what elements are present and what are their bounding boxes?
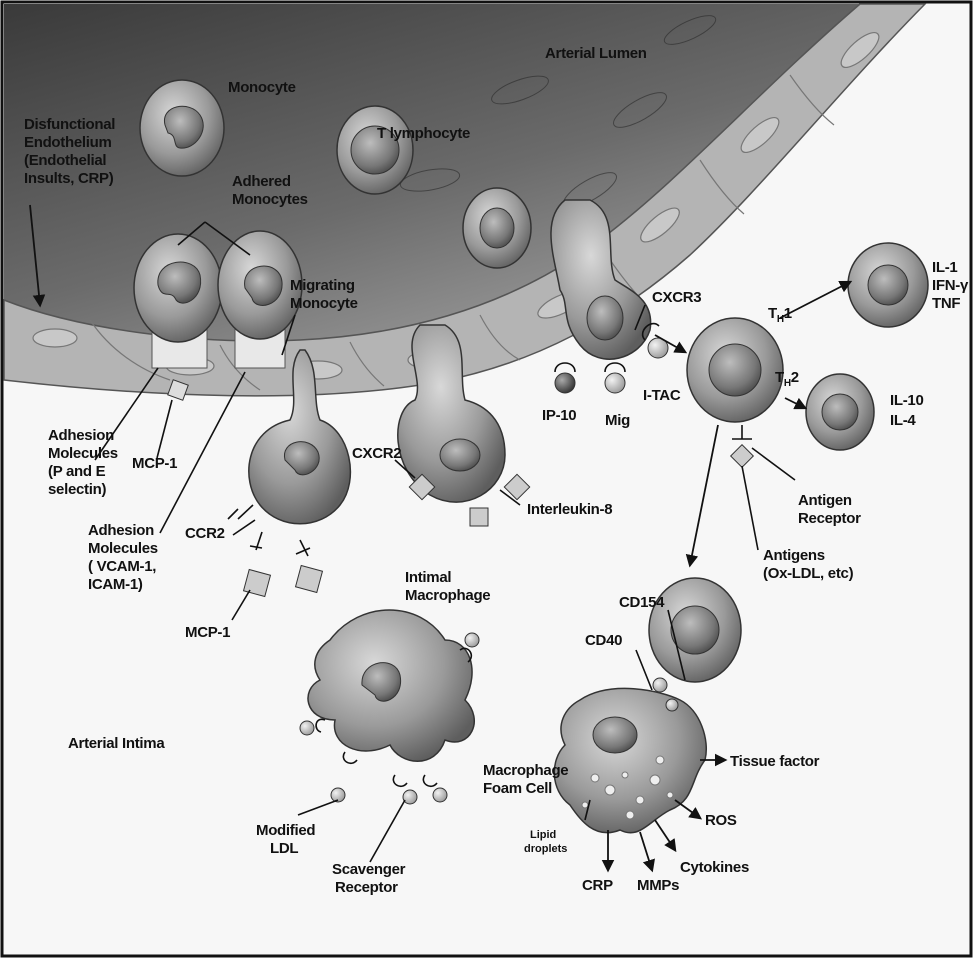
label-modified-ldl-2: LDL xyxy=(270,840,298,857)
label-mmps: MMPs xyxy=(637,877,679,894)
label-adhesion-vcam-1: Adhesion xyxy=(88,522,154,539)
label-adhesion-vcam-2: Molecules xyxy=(88,540,158,557)
label-mig: Mig xyxy=(605,412,630,429)
label-adhesion-pe-1: Adhesion xyxy=(48,427,114,444)
label-monocyte: Monocyte xyxy=(228,79,296,96)
label-antigens-1: Antigens xyxy=(763,547,825,564)
circulating-monocyte xyxy=(463,188,531,268)
label-arterial-lumen: Arterial Lumen xyxy=(545,45,647,62)
th1-cell xyxy=(848,243,928,327)
label-il1: IL-1 xyxy=(932,259,957,276)
label-ros: ROS xyxy=(705,812,737,829)
label-ifn-gamma: IFN-γ xyxy=(932,277,969,294)
label-adhesion-vcam-4: ICAM-1) xyxy=(88,576,143,593)
label-migrating-1: Migrating xyxy=(290,277,355,294)
label-cxcr3: CXCR3 xyxy=(652,289,701,306)
t-lymphocyte-cell xyxy=(337,106,413,194)
label-ip10: IP-10 xyxy=(542,407,576,424)
label-interleukin8: Interleukin-8 xyxy=(527,501,612,518)
label-migrating-2: Monocyte xyxy=(290,295,358,312)
label-crp: CRP xyxy=(582,877,613,894)
label-modified-ldl-1: Modified xyxy=(256,822,315,839)
label-scavenger-receptor-1: Scavenger xyxy=(332,861,406,878)
label-dysfunctional-1: Disfunctional xyxy=(24,116,115,133)
label-dysfunctional-3: (Endothelial xyxy=(24,152,106,169)
label-lipid-droplets-2: droplets xyxy=(524,843,567,855)
label-tnf: TNF xyxy=(932,295,960,312)
label-il10: IL-10 xyxy=(890,392,924,409)
label-antigens-2: (Ox-LDL, etc) xyxy=(763,565,854,582)
label-cd154: CD154 xyxy=(619,594,665,611)
label-mcp1-lower: MCP-1 xyxy=(185,624,230,641)
label-foam-cell-2: Foam Cell xyxy=(483,780,552,797)
th2-cell xyxy=(806,374,874,450)
label-cxcr2: CXCR2 xyxy=(352,445,401,462)
label-dysfunctional-2: Endothelium xyxy=(24,134,112,151)
label-mcp1-upper: MCP-1 xyxy=(132,455,177,472)
label-adhesion-vcam-3: ( VCAM-1, xyxy=(88,558,156,575)
label-cytokines: Cytokines xyxy=(680,859,749,876)
label-t-lymphocyte: T lymphocyte xyxy=(377,125,470,142)
label-arterial-intima: Arterial Intima xyxy=(68,735,165,752)
label-foam-cell-1: Macrophage xyxy=(483,762,568,779)
label-tissue-factor: Tissue factor xyxy=(730,753,820,770)
monocyte-cell xyxy=(140,80,224,176)
label-scavenger-receptor-2: Receptor xyxy=(335,879,398,896)
label-adhesion-pe-2: Molecules xyxy=(48,445,118,462)
label-ccr2: CCR2 xyxy=(185,525,225,542)
label-adhered-1: Adhered xyxy=(232,173,291,190)
label-cd40: CD40 xyxy=(585,632,622,649)
label-adhesion-pe-3: (P and E xyxy=(48,463,106,480)
label-antigen-receptor-1: Antigen xyxy=(798,492,852,509)
label-lipid-droplets-1: Lipid xyxy=(530,829,556,841)
label-adhered-2: Monocytes xyxy=(232,191,308,208)
label-il4: IL-4 xyxy=(890,412,916,429)
label-adhesion-pe-4: selectin) xyxy=(48,481,106,498)
label-antigen-receptor-2: Receptor xyxy=(798,510,861,527)
label-intimal-macrophage-1: Intimal xyxy=(405,569,451,586)
label-dysfunctional-4: Insults, CRP) xyxy=(24,170,114,187)
label-itac: I-TAC xyxy=(643,387,681,404)
label-intimal-macrophage-2: Macrophage xyxy=(405,587,490,604)
